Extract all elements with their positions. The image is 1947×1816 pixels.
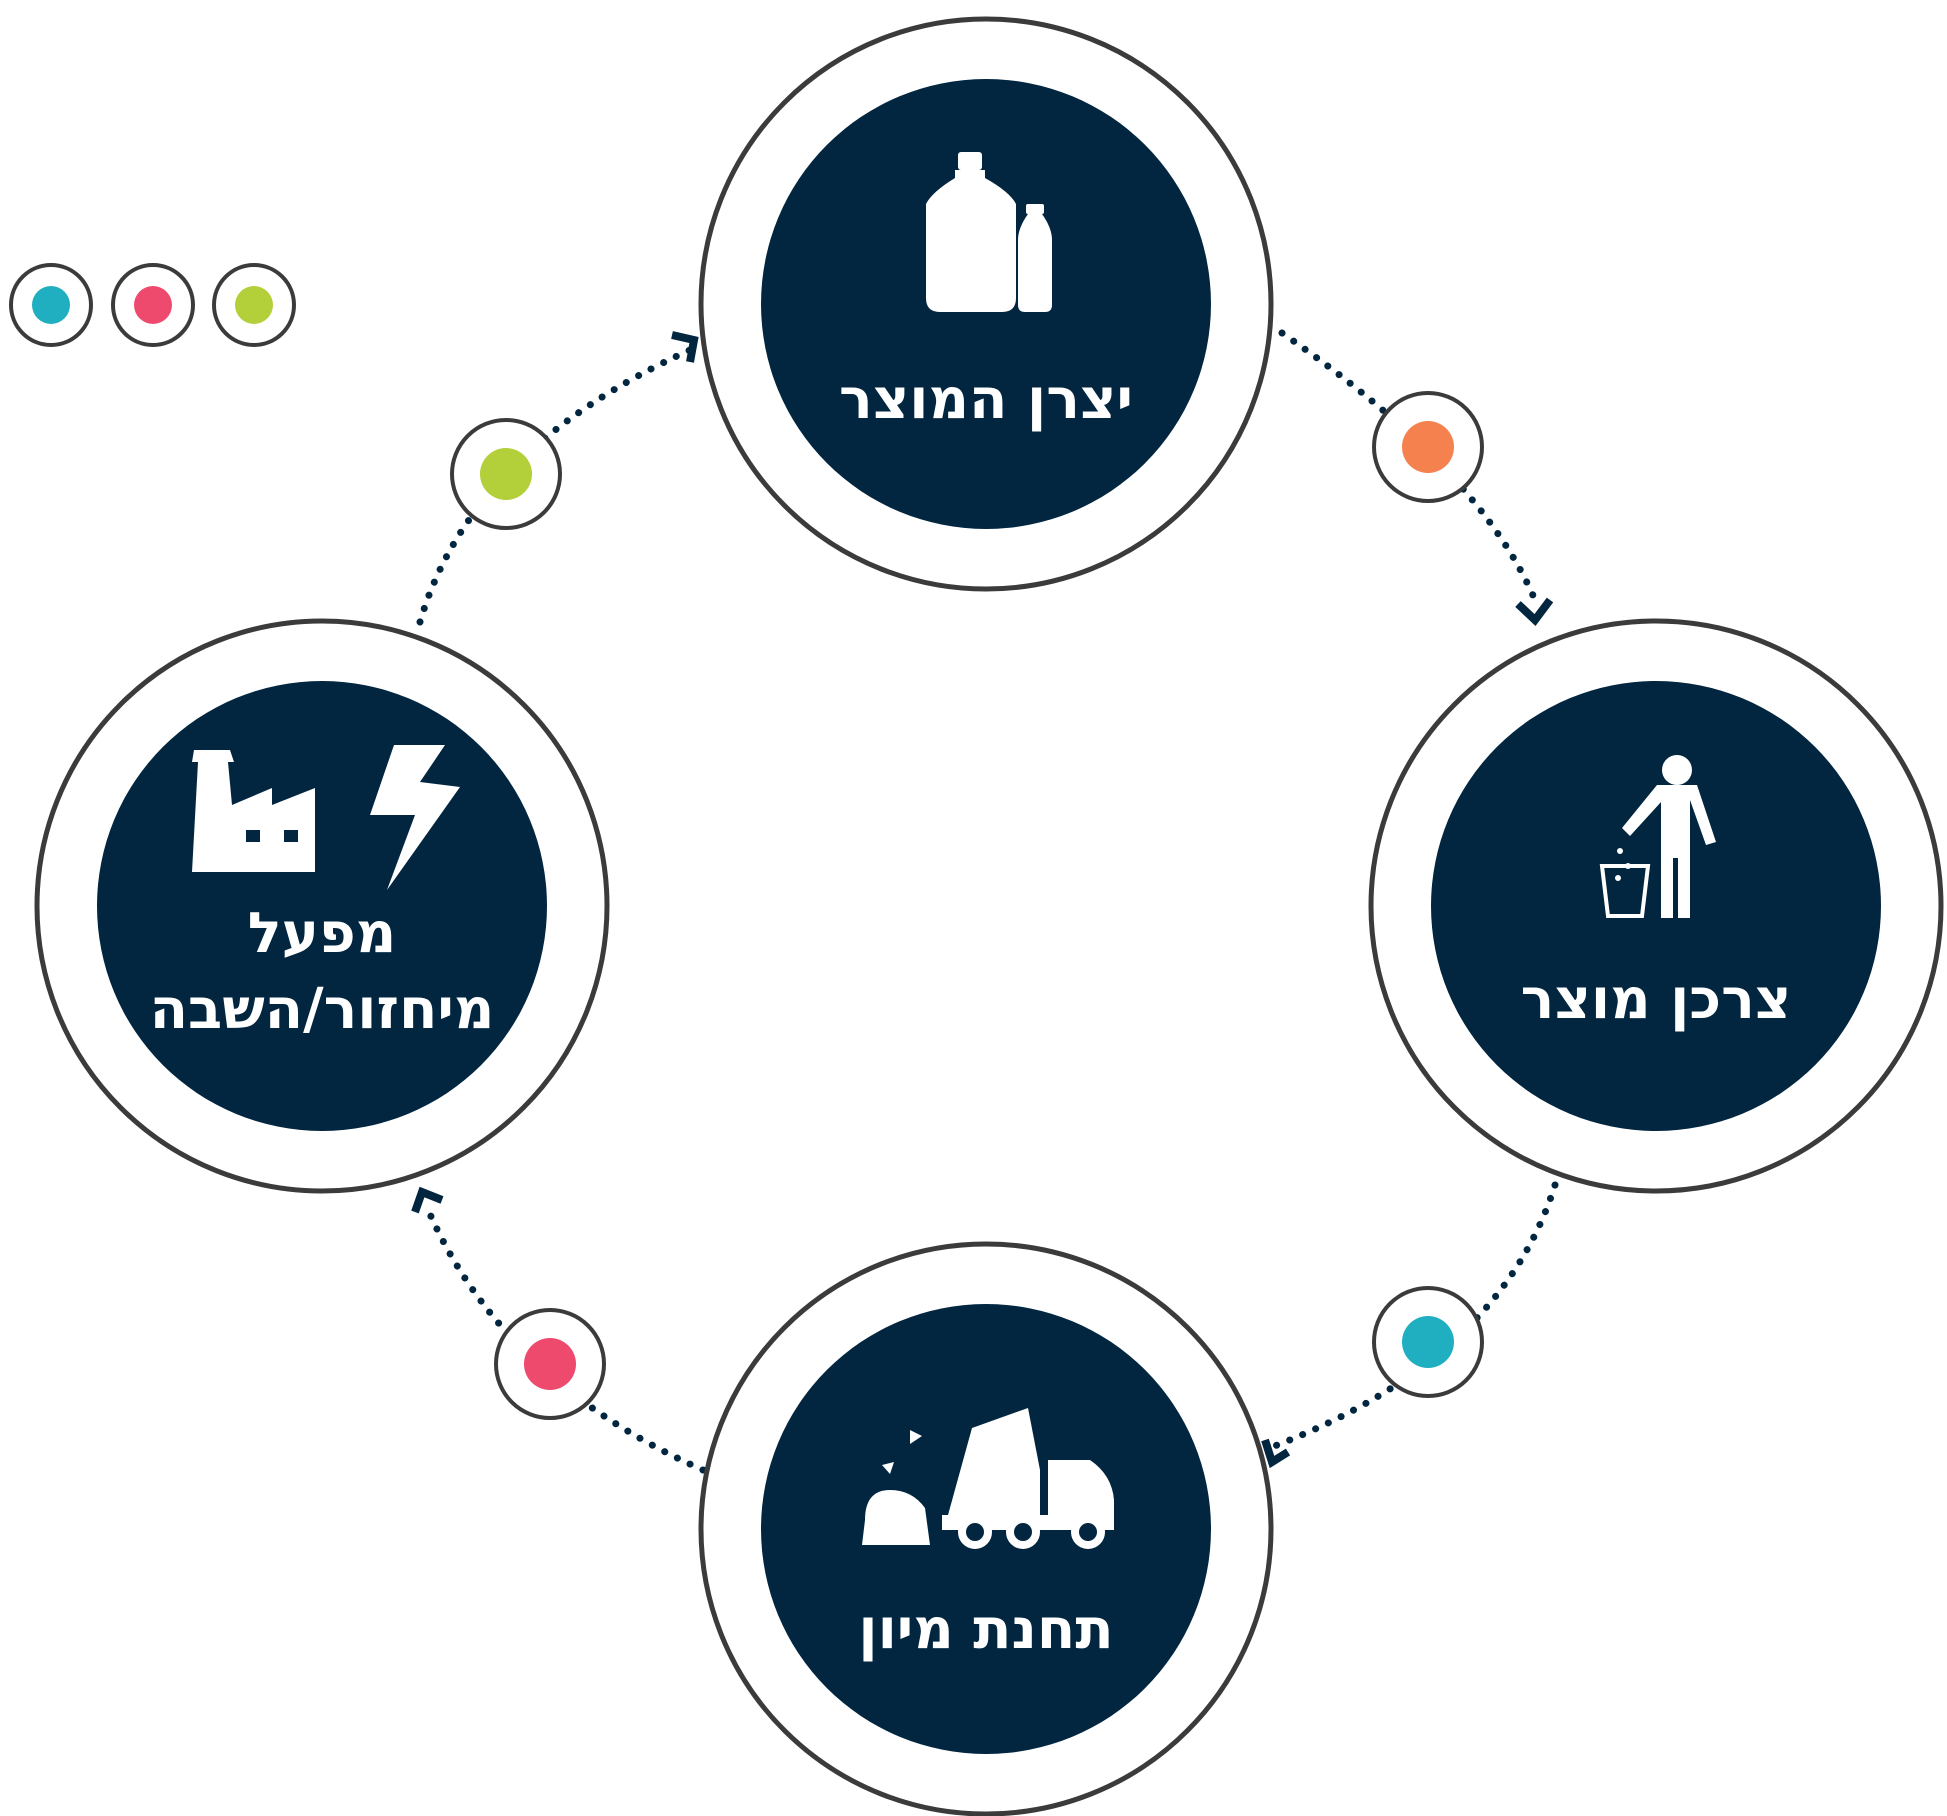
badge-teal [1372,1286,1484,1398]
stage-sorting: תחנת מיון [698,1241,1274,1816]
stage-plant-label-line2: מיחזור/השבה [150,977,495,1042]
legend-dot-lime [212,263,296,347]
arrow-head-icon [1515,597,1554,626]
bottles-icon [926,152,1052,312]
stage-producer-label: יצרן המוצר [839,367,1133,432]
badge-orange [1372,391,1484,503]
stage-consumer-label: צרכן מוצר [1521,967,1792,1032]
arrow-head-icon [1261,1438,1291,1469]
connector-sorting-plant [411,1186,707,1474]
arrow-head-icon [671,331,699,363]
stage-plant: מפעל מיחזור/השבה [34,618,610,1194]
person-littering-icon [1599,755,1716,918]
legend [9,263,296,347]
stage-plant-label-line1: מפעל [248,901,397,966]
badge-pink [494,1308,606,1420]
legend-dot-teal [9,263,93,347]
stage-consumer: צרכן מוצר [1368,618,1944,1194]
stage-producer: יצרן המוצר [698,16,1274,592]
garbage-truck-icon [862,1408,1114,1549]
badge-lime [450,418,562,530]
legend-dot-pink [111,263,195,347]
stage-sorting-label: תחנת מיון [858,1597,1113,1662]
arrow-head-icon [411,1186,444,1214]
factory-lightning-icon [192,745,460,890]
